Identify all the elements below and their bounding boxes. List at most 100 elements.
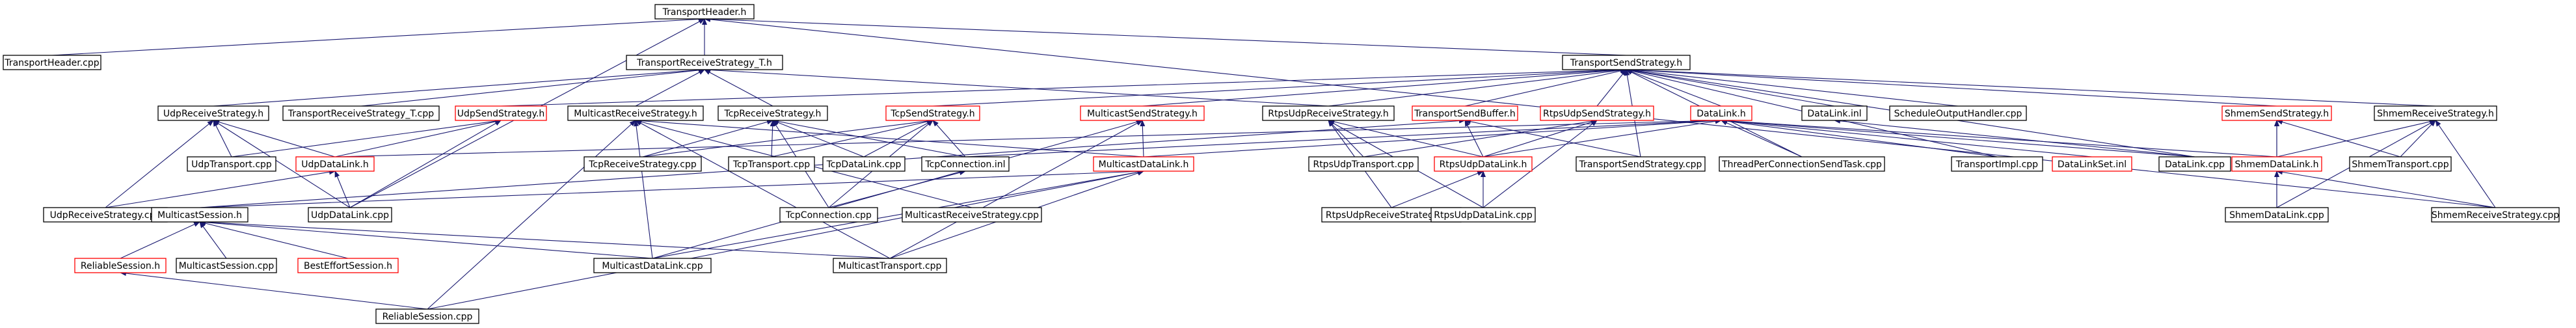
edge-n8-n22 [770, 120, 775, 157]
graph-node[interactable]: ThreadPerConnectionSendTask.cpp [1719, 156, 1885, 172]
node-box [2221, 105, 2332, 121]
node-label: ScheduleOutputHandler.cpp [1894, 109, 2022, 119]
node-label: RtpsUdpDataLink.cpp [1434, 210, 1533, 221]
node-label: UdpSendStrategy.h [457, 109, 545, 119]
graph-node[interactable]: MulticastReceiveStrategy.cpp [902, 207, 1042, 223]
graph-node[interactable]: TransportHeader.cpp [3, 55, 101, 70]
node-box [1308, 156, 1419, 172]
graph-node[interactable]: BestEffortSession.h [297, 258, 399, 273]
graph-node[interactable]: ReliableSession.h [74, 258, 167, 273]
graph-node[interactable]: RtpsUdpDataLink.h [1434, 156, 1533, 172]
graph-node[interactable]: TcpReceiveStrategy.cpp [584, 156, 702, 172]
graph-node[interactable]: TransportSendBuffer.h [1412, 105, 1518, 121]
graph-node[interactable]: TransportSendStrategy.h [1562, 55, 1691, 70]
node-box [2225, 207, 2329, 223]
edge-n18-n33 [2276, 119, 2436, 157]
graph-node[interactable]: TcpConnection.cpp [779, 207, 878, 223]
graph-node[interactable]: UdpSendStrategy.h [455, 105, 547, 121]
node-box [2158, 156, 2231, 172]
node-box [375, 308, 479, 324]
edge-n13-n27 [1483, 119, 1598, 157]
node-label: TcpConnection.cpp [785, 210, 872, 221]
graph-node[interactable]: DataLink.cpp [2158, 156, 2231, 172]
node-box [626, 55, 783, 70]
node-box [151, 207, 248, 223]
edge-n7-n25 [635, 118, 1144, 157]
graph-node[interactable]: DataLink.inl [1801, 105, 1868, 121]
graph-node[interactable]: TransportHeader.h [654, 4, 755, 20]
node-label: ReliableSession.cpp [382, 312, 473, 322]
node-label: ShmemDataLink.h [2234, 159, 2318, 170]
node-label: TcpReceiveStrategy.cpp [588, 159, 697, 170]
edge-n3-n15 [1626, 68, 1835, 107]
edge-n2-n5 [360, 67, 705, 107]
edge-n3-n6 [500, 67, 1627, 107]
graph-node[interactable]: MulticastDataLink.h [1093, 156, 1194, 172]
node-box [157, 105, 269, 121]
node-box [2231, 156, 2322, 172]
graph-node[interactable]: MulticastSession.cpp [176, 258, 277, 273]
graph-node[interactable]: MulticastDataLink.cpp [593, 258, 712, 273]
node-label: DataLink.h [1697, 109, 1745, 119]
edge-n3-n12 [1464, 68, 1627, 107]
edge-n9-n23 [863, 120, 933, 157]
node-box [567, 105, 704, 121]
graph-node[interactable]: UdpDataLink.h [295, 156, 375, 172]
edge-n13-n26 [1363, 118, 1598, 157]
graph-node[interactable]: ScheduleOutputHandler.cpp [1889, 105, 2027, 121]
node-label: MulticastReceiveStrategy.h [574, 109, 697, 119]
edge-n18-n34 [2400, 120, 2436, 157]
edge-n10-n25 [1140, 120, 1146, 157]
edge-n7-n49 [427, 120, 636, 310]
node-label: ThreadPerConnectionSendTask.cpp [1721, 159, 1882, 170]
graph-node[interactable]: UdpDataLink.cpp [308, 207, 392, 223]
graph-node[interactable]: TcpTransport.cpp [728, 156, 815, 172]
node-label: TransportHeader.cpp [4, 58, 99, 68]
node-label: UdpReceiveStrategy.h [163, 109, 263, 119]
graph-node[interactable]: UdpTransport.cpp [187, 156, 276, 172]
node-box [833, 258, 947, 273]
edge-n4-n19 [213, 120, 232, 157]
node-box [1434, 156, 1533, 172]
graph-node[interactable]: ShmemTransport.cpp [2349, 156, 2452, 172]
graph-node[interactable]: DataLink.h [1690, 105, 1752, 121]
edge-n4-n35 [105, 120, 214, 208]
graph-node[interactable]: TcpSendStrategy.h [885, 105, 980, 121]
graph-node[interactable]: ShmemDataLink.cpp [2225, 207, 2329, 223]
graph-node[interactable]: UdpReceiveStrategy.cpp [43, 207, 168, 223]
graph-node[interactable]: ShmemSendStrategy.h [2221, 105, 2332, 121]
graph-node[interactable]: RtpsUdpReceiveStrategy.h [1262, 105, 1395, 121]
node-label: TcpTransport.cpp [732, 159, 810, 170]
graph-node[interactable]: ShmemReceiveStrategy.cpp [2431, 207, 2560, 223]
graph-node[interactable]: MulticastSendStrategy.h [1080, 105, 1205, 121]
edge-n36-n48 [199, 219, 891, 259]
graph-node[interactable]: ShmemDataLink.h [2231, 156, 2322, 172]
graph-node[interactable]: DataLinkSet.inl [2052, 156, 2132, 172]
node-box [295, 156, 375, 172]
node-box [779, 207, 878, 223]
edge-n7-n47 [634, 120, 653, 259]
graph-node[interactable]: MulticastTransport.cpp [833, 258, 947, 273]
node-label: TcpConnection.inl [924, 159, 1005, 170]
graph-node[interactable]: MulticastReceiveStrategy.h [567, 105, 704, 121]
graph-node[interactable]: RtpsUdpDataLink.cpp [1430, 207, 1536, 223]
graph-node[interactable]: MulticastSession.h [151, 207, 248, 223]
node-box [584, 156, 702, 172]
graph-node[interactable]: RtpsUdpTransport.cpp [1308, 156, 1419, 172]
node-box [822, 156, 906, 172]
graph-node[interactable]: TcpDataLink.cpp [822, 156, 906, 172]
graph-node[interactable]: RtpsUdpReceiveStrategy.cpp [1321, 207, 1462, 223]
graph-node[interactable]: TransportReceiveStrategy_T.h [626, 55, 783, 70]
graph-node[interactable]: TransportImpl.cpp [1951, 156, 2043, 172]
graph-node[interactable]: TransportReceiveStrategy_T.cpp [282, 105, 440, 121]
graph-node[interactable]: RtpsUdpSendStrategy.h [1540, 105, 1654, 121]
graph-node[interactable]: ReliableSession.cpp [375, 308, 479, 324]
graph-node[interactable]: TcpConnection.inl [921, 156, 1010, 172]
graph-node[interactable]: ShmemReceiveStrategy.h [2374, 105, 2497, 121]
graph-node[interactable]: UdpReceiveStrategy.h [157, 105, 269, 121]
graph-node[interactable]: TransportSendStrategy.cpp [1576, 156, 1706, 172]
graph-node[interactable]: TcpReceiveStrategy.h [718, 105, 828, 121]
edge-n36-n47 [199, 219, 653, 259]
edge-n3-n13 [1596, 69, 1627, 107]
